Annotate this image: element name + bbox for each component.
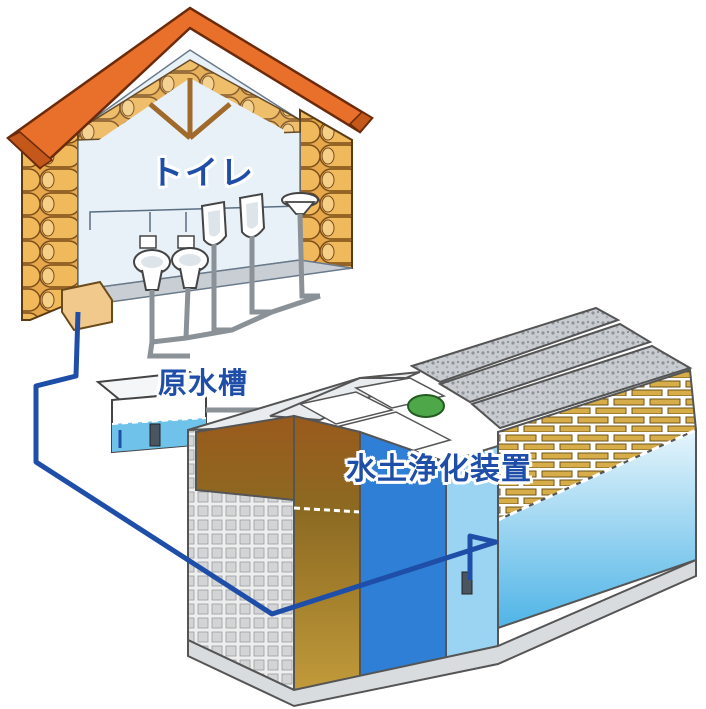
- sink: [281, 192, 319, 215]
- purification-device: [187, 306, 698, 708]
- raw-water-tank: [95, 370, 217, 454]
- lid: [297, 391, 395, 425]
- urinal: [238, 192, 266, 239]
- toilet-building: [6, 6, 374, 345]
- log-wall-right: [299, 108, 353, 274]
- tank-box: [61, 280, 113, 332]
- raw-water-tank-label: 原水槽: [158, 366, 249, 400]
- manhole-cover: [407, 394, 445, 418]
- purification-device-label: 水土浄化装置: [346, 452, 532, 487]
- urinal: [200, 200, 228, 247]
- circulation-pipe: [33, 311, 499, 617]
- toilet-label: トイレ: [150, 153, 255, 192]
- toilet-fixture: [133, 235, 171, 291]
- toilet-fixture: [171, 235, 209, 289]
